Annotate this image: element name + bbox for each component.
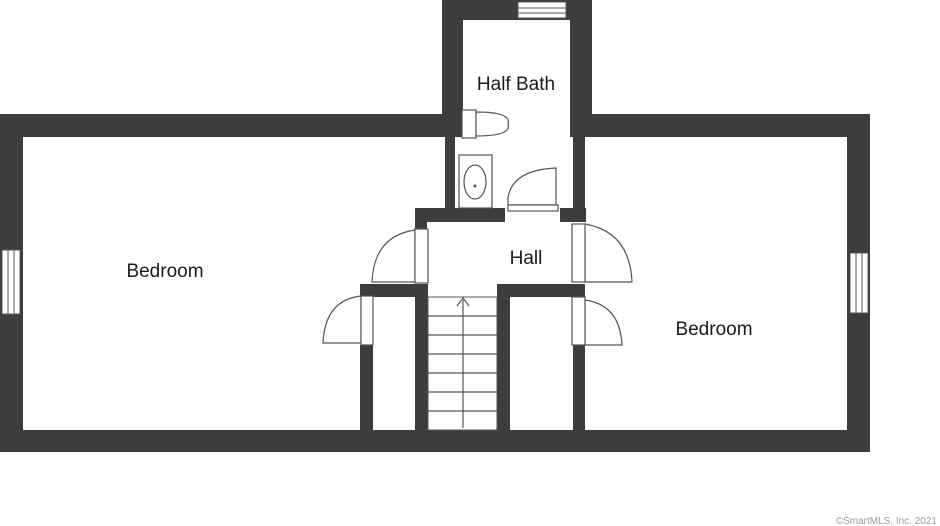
wall-closet-top (360, 284, 428, 297)
door-left-bedroom-icon (371, 228, 429, 284)
window-right (849, 252, 869, 314)
door-right-upper-icon (571, 223, 633, 283)
wall-hall-top (415, 208, 505, 222)
room-label-half-bath: Half Bath (477, 74, 555, 95)
wall-bath-right (570, 0, 592, 128)
room-label-bedroom-right: Bedroom (675, 319, 752, 340)
wall-bath-left (442, 0, 463, 137)
wall-stair-right-top (497, 284, 585, 297)
arrow-up-icon (456, 297, 470, 307)
wall-stair-right (497, 284, 510, 444)
wall-bath-top (442, 0, 592, 20)
copyright-text: ©SmartMLS, Inc. 2021 (836, 516, 938, 526)
wall-stair-left (415, 284, 428, 444)
wall-bottom (0, 430, 870, 452)
sink-icon (458, 154, 493, 209)
wall-top-left (0, 114, 445, 137)
door-bath-icon (507, 167, 559, 212)
windows (1, 1, 869, 315)
wall-right-partition-lower (573, 345, 585, 445)
doors (322, 167, 633, 346)
window-left (1, 249, 21, 315)
wall-right-partition-top (573, 137, 585, 222)
stairs (427, 296, 498, 431)
window-bath (517, 1, 567, 19)
wall-closet-left (360, 284, 373, 296)
room-label-hall: Hall (510, 248, 543, 269)
room-label-bedroom-left: Bedroom (126, 261, 203, 282)
wall-top-right (570, 114, 870, 137)
wall-bath-inner-left (445, 137, 455, 212)
door-right-lower-icon (571, 296, 623, 346)
wall-hall-left-stub (415, 208, 427, 232)
door-closet-icon (322, 295, 374, 346)
wall-closet-left-lower (360, 345, 373, 445)
walls (0, 0, 870, 452)
bath-fixtures (458, 109, 509, 209)
toilet-icon (461, 109, 509, 139)
